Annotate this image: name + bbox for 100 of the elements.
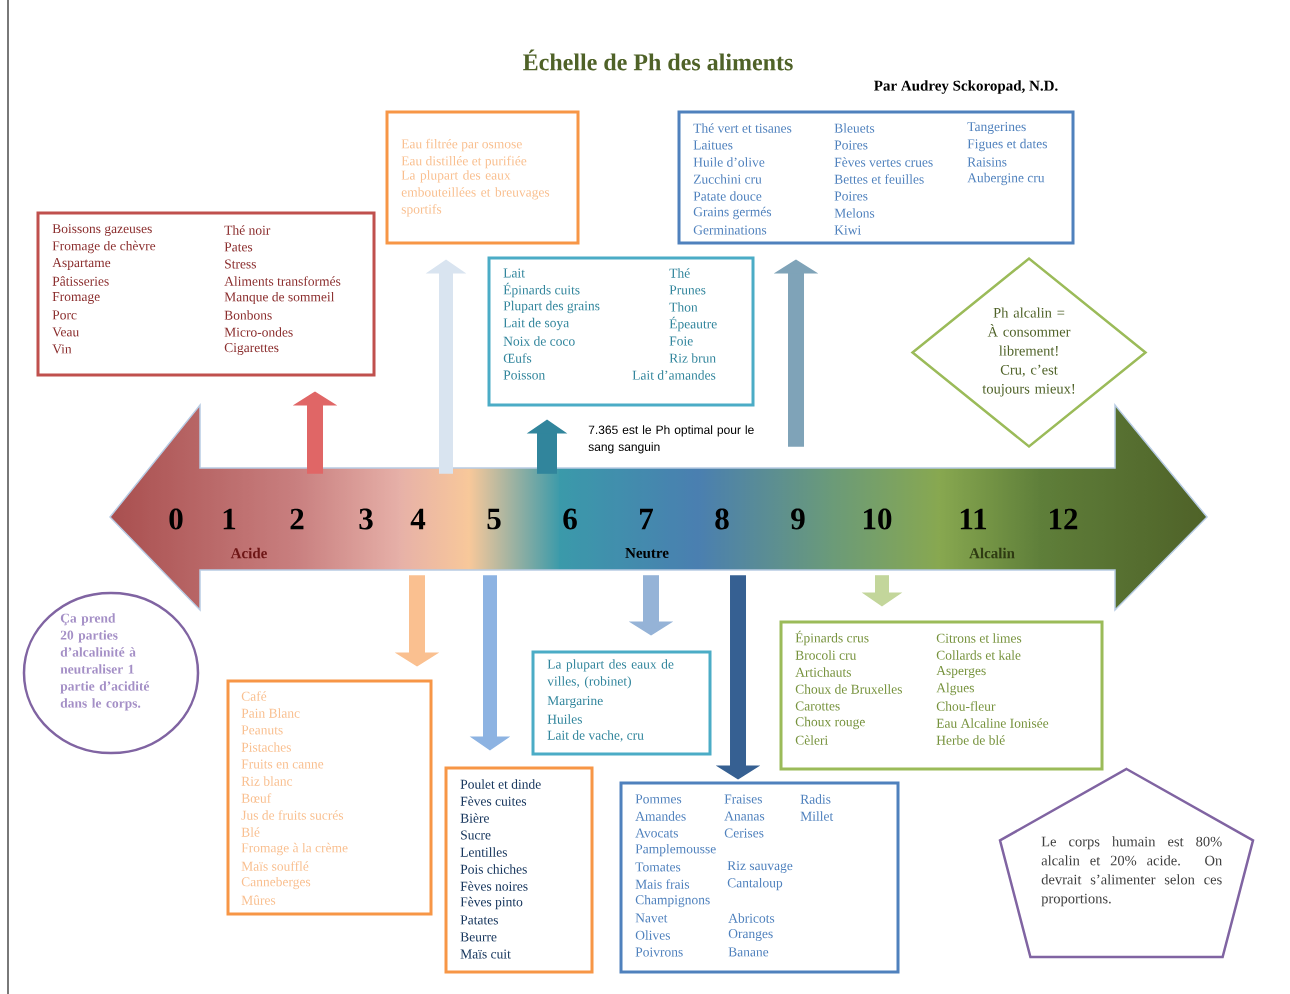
list-item: Eau Alcaline Ionisée <box>936 718 1049 728</box>
list-box <box>619 781 900 974</box>
list-item: Thé noir <box>224 225 271 235</box>
list-item: Cèleri <box>795 735 828 745</box>
list-item: Fraises <box>724 794 762 804</box>
list-item: Vin <box>52 344 72 354</box>
list-item: Brocoli cru <box>795 650 857 660</box>
list-box <box>226 679 433 916</box>
list-item: Bœuf <box>241 793 272 803</box>
list-item: Navet <box>635 913 668 923</box>
list-item: Fromage à la crème <box>241 842 348 856</box>
list-box <box>677 110 1075 245</box>
list-item: Aliments transformés <box>224 276 341 286</box>
list-item: Fromage <box>52 292 100 304</box>
list-item: Amandes <box>635 811 686 821</box>
list-item: Figues et dates <box>967 138 1047 152</box>
list-item: Maïs cuit <box>460 949 511 959</box>
list-item: Poires <box>834 140 868 150</box>
scale-number: 9 <box>791 508 805 530</box>
list-item: Herbe de blé <box>936 735 1005 745</box>
note-text: Le corps humain est 80% alcalin et 20% acide. On devrait s’alimenter selon ces proportions. <box>1041 836 1222 907</box>
list-item: Bettes et feuilles <box>834 174 924 184</box>
list-item: Germinations <box>693 225 767 235</box>
list-item: Pommes <box>635 794 682 804</box>
list-item: Plupart des grains <box>503 300 600 314</box>
byline: Par Audrey Sckoropad, N.D. <box>874 80 1058 94</box>
list-item: Collards et kale <box>936 650 1021 660</box>
list-item: Citrons et limes <box>936 633 1022 643</box>
note-circle <box>22 591 200 755</box>
scale-number: 1 <box>223 508 236 530</box>
note-pentagon <box>998 767 1255 959</box>
list-item: Huiles <box>547 714 582 724</box>
scale-number: 11 <box>960 508 987 530</box>
list-item: Ananas <box>724 811 765 821</box>
list-item: La plupart des eaux embouteillées et breuvages sportifs <box>401 170 550 217</box>
list-box <box>385 110 580 245</box>
scale-number: 5 <box>487 508 501 530</box>
list-item: Aspartame <box>52 258 111 270</box>
list-item: Mais frais <box>635 879 690 889</box>
list-item: Olives <box>635 930 670 940</box>
list-item: Zucchini cru <box>693 174 762 184</box>
list-item: Noix de coco <box>503 336 575 346</box>
list-item: Poisson <box>503 370 545 380</box>
list-item: Poires <box>834 191 868 201</box>
scale-number: 3 <box>359 508 373 530</box>
list-box <box>444 766 594 974</box>
list-item: Kiwi <box>834 225 861 235</box>
scale-label: Neutre <box>625 548 669 558</box>
list-box <box>487 256 755 407</box>
list-item: Épinards cuits <box>503 282 580 298</box>
list-item: Jus de fruits sucrés <box>241 810 344 820</box>
list-item: Patate douce <box>693 191 762 201</box>
list-item: Melons <box>834 208 875 218</box>
list-item: Laitues <box>693 140 733 150</box>
list-item: Pâtisseries <box>52 276 109 286</box>
list-item: Canneberges <box>241 876 311 890</box>
list-item: Pistaches <box>241 742 291 752</box>
list-item: Fèves noires <box>460 881 528 891</box>
list-item: Riz sauvage <box>727 861 793 873</box>
list-item: Lait de vache, cru <box>547 730 644 742</box>
list-item: Blé <box>241 827 260 837</box>
list-item: Peanuts <box>241 725 283 735</box>
list-item: Fèves vertes crues <box>834 157 933 167</box>
list-box <box>779 620 1104 771</box>
list-item: Pamplemousse <box>635 843 716 857</box>
list-item: Tangerines <box>967 122 1026 134</box>
note-text: Ça prend 20 parties d’alcalinité à neutraliser 1 partie d’acidité dans le corps. <box>60 613 150 711</box>
list-item: Grains germés <box>693 206 772 220</box>
list-item: Fèves pinto <box>460 896 523 910</box>
list-item: Huile d’olive <box>693 157 765 167</box>
list-item: Poivrons <box>635 947 683 957</box>
list-item: Sucre <box>461 830 491 840</box>
list-item: Choux rouge <box>795 716 865 730</box>
list-item: Riz brun <box>669 353 716 363</box>
list-item: Œufs <box>503 353 532 363</box>
ph-scale-arrow <box>109 402 1209 612</box>
list-item: Stress <box>225 259 256 269</box>
list-item: Oranges <box>728 929 773 941</box>
list-item: Lait d’amandes <box>632 370 716 380</box>
list-item: Tomates <box>635 862 681 872</box>
list-item: Lait de soya <box>503 317 569 331</box>
list-item: Choux de Bruxelles <box>795 684 902 694</box>
list-item: Épeautre <box>669 316 717 332</box>
list-item: Thé vert et tisanes <box>693 123 792 133</box>
list-item: Raisins <box>967 157 1007 167</box>
scale-number: 0 <box>169 508 183 530</box>
list-item: Asperges <box>936 666 986 678</box>
list-item: Café <box>241 691 267 701</box>
list-box <box>531 650 712 756</box>
list-item: Fruits en canne <box>241 759 324 769</box>
list-item: Pain Blanc <box>241 708 300 718</box>
list-item: Thé <box>669 268 690 278</box>
scale-number: 10 <box>864 508 892 530</box>
note-text: 7.365 est le Ph optimal pour le sang sanguin <box>588 425 754 454</box>
list-item: Porc <box>52 310 77 320</box>
list-item: Beurre <box>460 932 497 942</box>
list-item: Millet <box>800 811 834 821</box>
list-item: Bonbons <box>224 310 272 320</box>
list-item: La plupart des eaux de villes, (robinet) <box>547 659 674 689</box>
list-item: Banane <box>728 947 769 957</box>
